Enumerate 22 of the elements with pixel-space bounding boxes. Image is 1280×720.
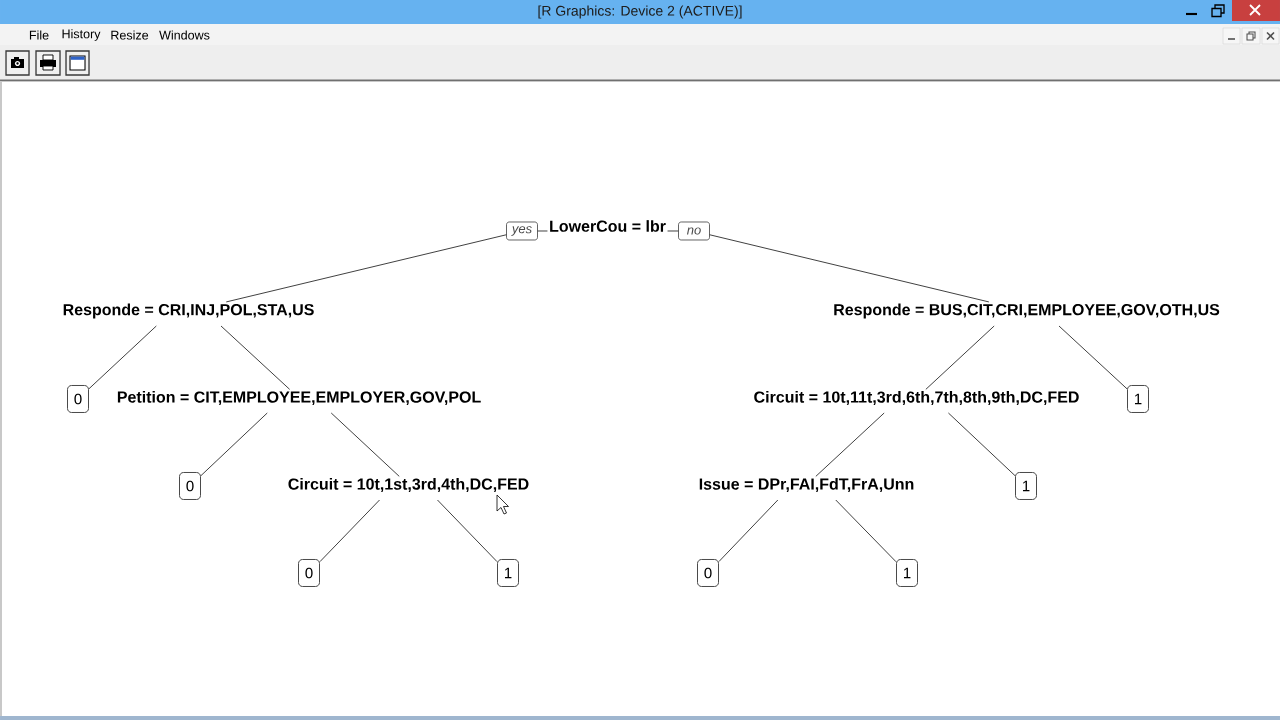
edge-label: no bbox=[678, 221, 710, 241]
menu-item: History bbox=[62, 29, 101, 41]
split-label: Petition = CIT,EMPLOYEE,EMPLOYER,GOV,POL bbox=[117, 390, 481, 405]
leaf-box: 0 bbox=[179, 472, 201, 500]
menu-item: File bbox=[29, 30, 49, 40]
leaf-box: 0 bbox=[67, 385, 89, 413]
menu-item: Windows bbox=[159, 30, 210, 40]
split-label: Responde = CRI,INJ,POL,STA,US bbox=[63, 303, 314, 319]
leaf-box: 1 bbox=[1015, 472, 1037, 500]
leaf-box: 0 bbox=[697, 559, 719, 587]
leaf-box: 1 bbox=[497, 559, 519, 587]
split-label: LowerCou = lbr bbox=[550, 220, 666, 232]
window-title: [R Graphics: Device 2 (ACTIVE)] bbox=[538, 5, 742, 19]
split-label: Issue = DPr,FAI,FdT,FrA,Unn bbox=[699, 477, 914, 492]
split-label: Responde = BUS,CIT,CRI,EMPLOYEE,GOV,OTH,US bbox=[834, 303, 1220, 319]
edge-label: yes bbox=[506, 221, 538, 241]
leaf-box: 0 bbox=[298, 559, 320, 587]
leaf-box: 1 bbox=[896, 559, 918, 587]
split-label: Circuit = 10t,1st,3rd,4th,DC,FED bbox=[288, 477, 529, 492]
menu-item: Resize bbox=[111, 30, 149, 40]
split-label: Circuit = 10t,11t,3rd,6th,7th,8th,9th,DC,FED bbox=[754, 390, 1079, 405]
leaf-box: 1 bbox=[1127, 385, 1149, 413]
